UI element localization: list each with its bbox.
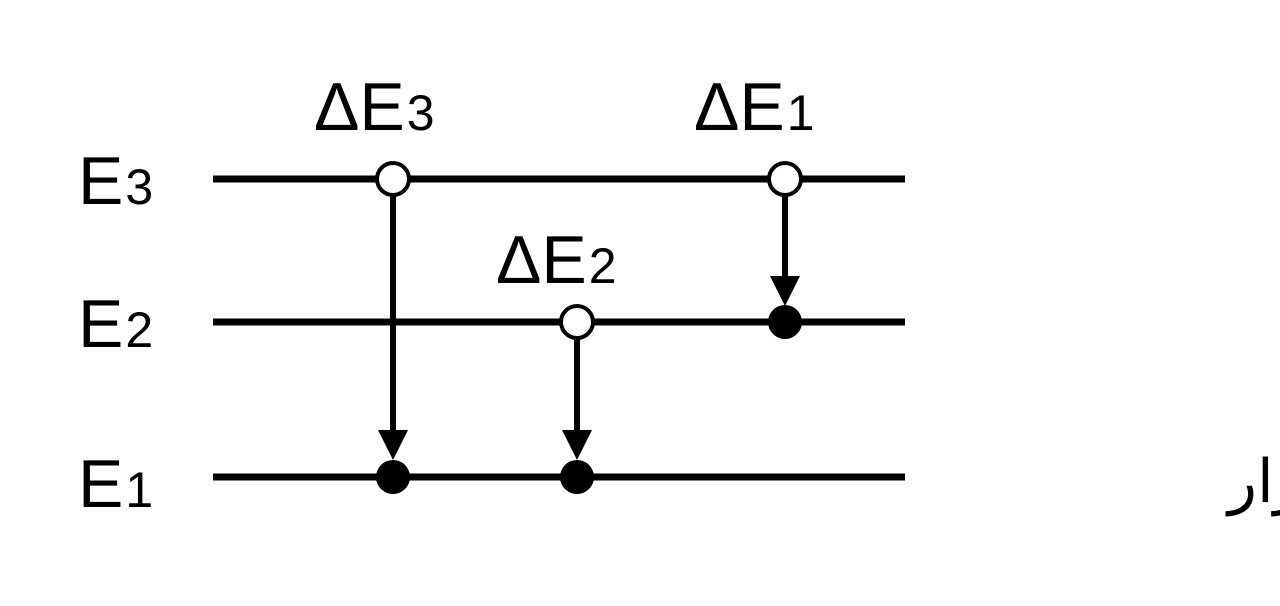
arrow-head-delta-e3 [378, 430, 408, 460]
arrow-head-delta-e1 [770, 276, 800, 306]
end-dot-delta-e3 [376, 460, 410, 494]
start-dot-delta-e2 [559, 304, 595, 340]
transition-label-delta-e1: ΔE1 [694, 69, 815, 145]
ground-state-label: الاستقرار [1225, 447, 1280, 517]
start-dot-delta-e3 [375, 161, 411, 197]
level-label-e2: E2 [78, 286, 153, 362]
start-dot-delta-e1 [767, 161, 803, 197]
transition-label-delta-e3: ΔE3 [314, 69, 435, 145]
end-dot-delta-e1 [768, 305, 802, 339]
level-label-e3: E3 [78, 143, 153, 219]
arrow-head-delta-e2 [562, 430, 592, 460]
transition-label-delta-e2: ΔE2 [496, 222, 617, 298]
level-label-e1: E1 [78, 446, 153, 522]
end-dot-delta-e2 [560, 460, 594, 494]
